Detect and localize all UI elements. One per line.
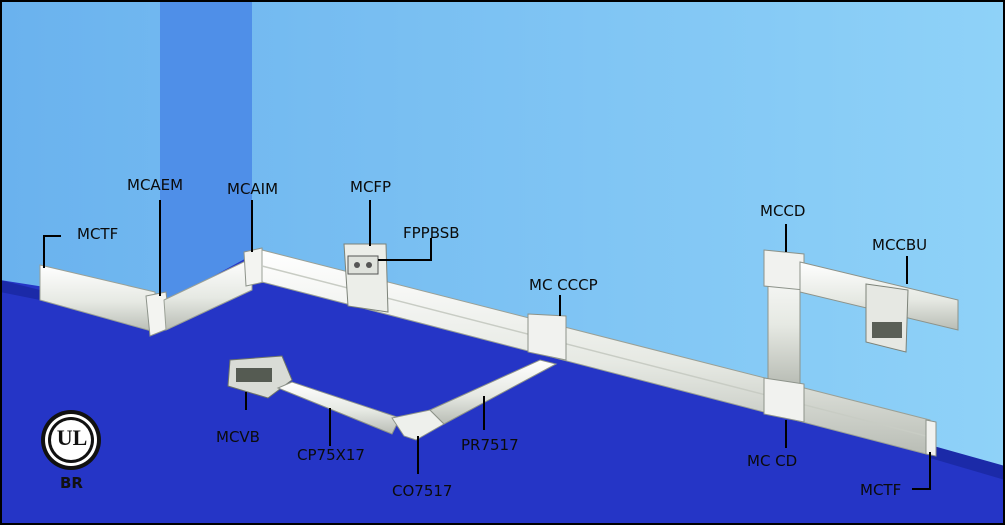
label-mctf-left: MCTF — [77, 225, 119, 243]
label-mcaem: MCAEM — [127, 176, 184, 194]
socket-hole — [366, 262, 372, 268]
mc-cd-fitting — [763, 377, 805, 423]
floor-edge-right — [930, 445, 1005, 480]
trunking-recess-run — [163, 257, 253, 331]
label-mccbu: MCCBU — [872, 236, 928, 254]
mcfp-box — [343, 243, 389, 313]
label-mc-cd: MC CD — [747, 452, 798, 470]
label-fppbsb: FPPBSB — [403, 224, 460, 242]
mcaim-fitting — [243, 247, 265, 287]
label-mccd: MCCD — [760, 202, 806, 220]
ul-logo — [41, 410, 101, 470]
label-co7517: CO7517 — [392, 482, 453, 500]
label-mcfp: MCFP — [350, 178, 392, 196]
ul-logo-text: UL — [56, 425, 88, 450]
label-mcvb: MCVB — [216, 428, 260, 446]
mcvb-outlets — [236, 368, 272, 382]
leader-fppbsb — [378, 238, 432, 261]
leader-lines — [43, 200, 931, 490]
leader-mctf-left — [43, 235, 61, 268]
fppbsb-socket — [347, 255, 379, 275]
label-cp75x17: CP75X17 — [297, 446, 365, 464]
mccd-top-fitting — [763, 249, 805, 291]
mc-cccp-fitting — [527, 313, 567, 361]
mccbu-box — [865, 283, 909, 353]
floor-edge-shadow — [0, 280, 40, 300]
ul-region-text: BR — [60, 474, 83, 492]
pr7517-floor-ramp — [429, 359, 558, 425]
label-mc-cccp: MC CCCP — [529, 276, 598, 294]
label-pr7517: PR7517 — [461, 436, 519, 454]
leader-mctf-right — [912, 452, 931, 490]
co7517-corner — [391, 409, 445, 441]
label-mctf-right: MCTF — [860, 481, 902, 499]
label-mcaim: MCAIM — [227, 180, 279, 198]
mccbu-sockets — [872, 322, 902, 338]
mctf-end-cap — [925, 419, 937, 457]
socket-hole — [354, 262, 360, 268]
left-wall-recess — [160, 0, 252, 305]
